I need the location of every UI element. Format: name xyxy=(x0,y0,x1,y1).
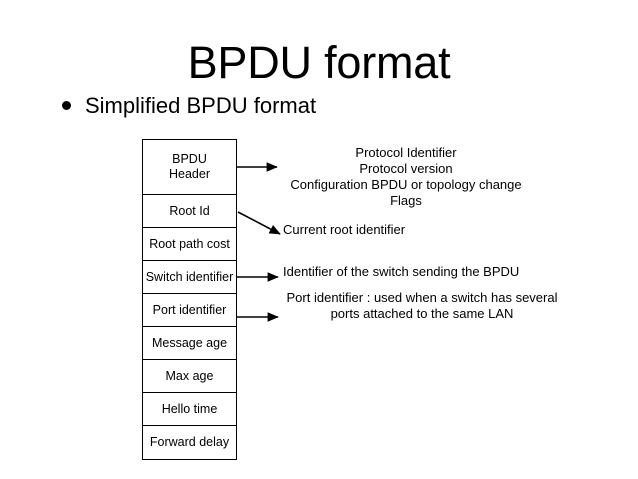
bullet-item-label: Simplified BPDU format xyxy=(85,93,317,118)
bpdu-field-bpdu-header: BPDU Header xyxy=(143,140,236,195)
bpdu-field-root-id: Root Id xyxy=(143,195,236,228)
bpdu-field-max-age: Max age xyxy=(143,360,236,393)
bpdu-field-message-age-label: Message age xyxy=(151,335,228,350)
bpdu-field-max-age-label: Max age xyxy=(165,368,214,383)
annotation-port-identifier-line1: Port identifier : used when a switch has… xyxy=(286,290,558,305)
bpdu-field-root-path-cost: Root path cost xyxy=(143,228,236,261)
bpdu-field-forward-delay: Forward delay xyxy=(143,426,236,459)
bpdu-field-table: BPDU Header Root Id Root path cost Switc… xyxy=(142,139,237,460)
annotation-port-identifier: Port identifier : used when a switch has… xyxy=(283,290,561,322)
annotation-bpdu-header-line4: Flags xyxy=(390,193,422,208)
bullet-dot-icon xyxy=(62,101,71,110)
annotation-port-identifier-line2: ports attached to the same LAN xyxy=(330,306,514,321)
bpdu-field-hello-time-label: Hello time xyxy=(161,401,218,416)
bpdu-field-root-id-label: Root Id xyxy=(169,203,210,218)
page-title: BPDU format xyxy=(187,37,451,88)
annotation-bpdu-header-line2: Protocol version xyxy=(359,161,453,176)
annotation-switch-identifier: Identifier of the switch sending the BPD… xyxy=(283,264,520,279)
bpdu-field-bpdu-header-line2: Header xyxy=(169,167,210,181)
bpdu-field-switch-identifier: Switch identifier xyxy=(143,261,236,294)
bpdu-field-port-identifier-label: Port identifier xyxy=(152,302,227,317)
bpdu-field-hello-time: Hello time xyxy=(143,393,236,426)
bpdu-field-root-path-cost-label: Root path cost xyxy=(149,236,230,251)
bpdu-field-message-age: Message age xyxy=(143,327,236,360)
bullet-list-item: Simplified BPDU format xyxy=(62,92,316,119)
bpdu-field-forward-delay-label: Forward delay xyxy=(149,435,230,449)
bpdu-field-bpdu-header-line1: BPDU xyxy=(172,152,207,166)
annotation-bpdu-header-line3: Configuration BPDU or topology change xyxy=(290,177,522,192)
annotation-bpdu-header: Protocol Identifier Protocol version Con… xyxy=(282,145,530,209)
connector-root-id-arrow xyxy=(237,211,281,235)
annotation-bpdu-header-line1: Protocol Identifier xyxy=(355,145,457,160)
annotation-root-id: Current root identifier xyxy=(283,222,406,237)
bpdu-field-switch-identifier-label: Switch identifier xyxy=(145,269,234,284)
bpdu-field-port-identifier: Port identifier xyxy=(143,294,236,327)
